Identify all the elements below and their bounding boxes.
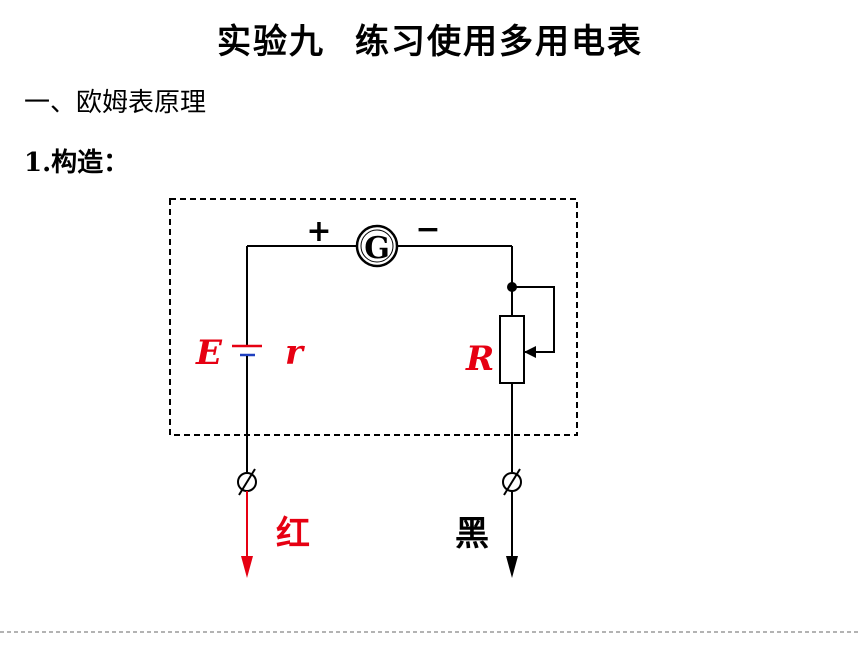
meter-enclosure-box	[169, 198, 578, 436]
subsection-number: 1.	[24, 148, 52, 178]
red-label: 红	[276, 514, 310, 554]
resistor-label: R	[465, 339, 494, 379]
title-part2: 练习使用多用电表	[355, 22, 643, 62]
minus-sign: −	[415, 212, 440, 247]
internal-resistance-label: r	[285, 333, 305, 373]
black-label: 黑	[455, 514, 489, 554]
rheostat-slider-wire	[512, 286, 555, 353]
black-lead-arrow	[506, 556, 518, 578]
subsection-heading-structure: 1.构造：	[24, 142, 129, 179]
rheostat-resistor	[499, 315, 525, 384]
black-terminal	[502, 468, 522, 496]
section-heading-ohmmeter-principle: 一、欧姆表原理	[24, 88, 207, 118]
page-title: 实验九练习使用多用电表	[0, 14, 860, 63]
plus-sign: +	[306, 214, 331, 249]
red-lead-arrow	[241, 556, 253, 578]
emf-label: E	[195, 333, 223, 373]
galvanometer-label: G	[364, 231, 390, 266]
galvanometer: G	[355, 224, 399, 268]
title-part1: 实验九	[217, 22, 325, 62]
rheostat-slider-arrow	[524, 346, 536, 358]
subsection-label: 构造：	[51, 148, 130, 178]
